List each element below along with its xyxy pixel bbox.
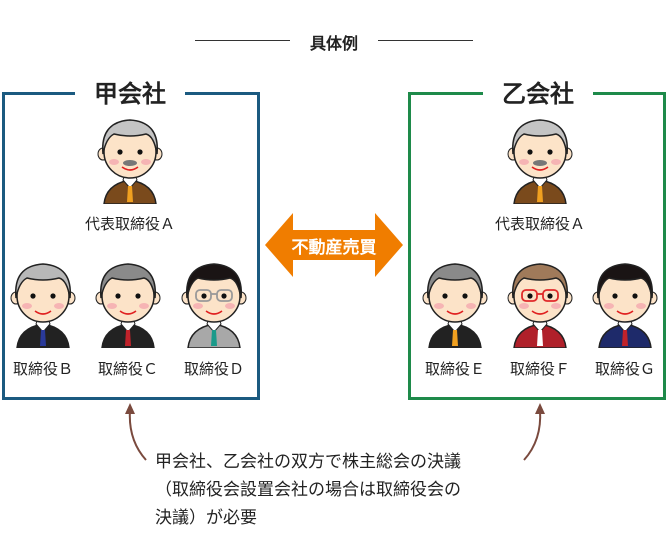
person-label: 代表取締役Ａ	[494, 215, 585, 233]
arrow-head-icon	[125, 403, 135, 414]
note-line: 決議）が必要	[155, 508, 257, 528]
person-avatar-icon	[500, 258, 580, 349]
double-arrow-icon	[265, 213, 403, 277]
right-company-title: 乙会社	[483, 74, 593, 109]
person-avatar-icon	[500, 114, 580, 205]
person-label: 取締役Ｆ	[509, 360, 570, 378]
person-label: 取締役Ｅ	[424, 360, 485, 378]
person-avatar-icon	[415, 258, 495, 349]
person-label: 代表取締役Ａ	[84, 215, 175, 233]
divider	[378, 40, 473, 41]
header-title: 具体例	[309, 34, 358, 53]
person-avatar-icon	[174, 258, 254, 349]
transaction-label: 不動産売買	[291, 238, 377, 258]
person-avatar-icon	[90, 114, 170, 205]
note-line: （取締役会設置会社の場合は取締役会の	[155, 480, 461, 500]
person-label: 取締役Ｂ	[12, 360, 73, 378]
person-avatar-icon	[585, 258, 665, 349]
person-label: 取締役Ｇ	[594, 360, 655, 378]
person-label: 取締役Ｃ	[97, 360, 158, 378]
person-avatar-icon	[3, 258, 83, 349]
left-company-title: 甲会社	[75, 74, 185, 109]
note-text: 甲会社、乙会社の双方で株主総会の決議 （取締役会設置会社の場合は取締役会の 決議…	[155, 448, 535, 532]
curved-arrow-icon	[128, 409, 542, 461]
arrow-head-icon	[535, 403, 545, 414]
divider	[195, 40, 290, 41]
person-label: 取締役Ｄ	[183, 360, 244, 378]
person-avatar-icon	[88, 258, 168, 349]
note-line: 甲会社、乙会社の双方で株主総会の決議	[155, 452, 461, 472]
